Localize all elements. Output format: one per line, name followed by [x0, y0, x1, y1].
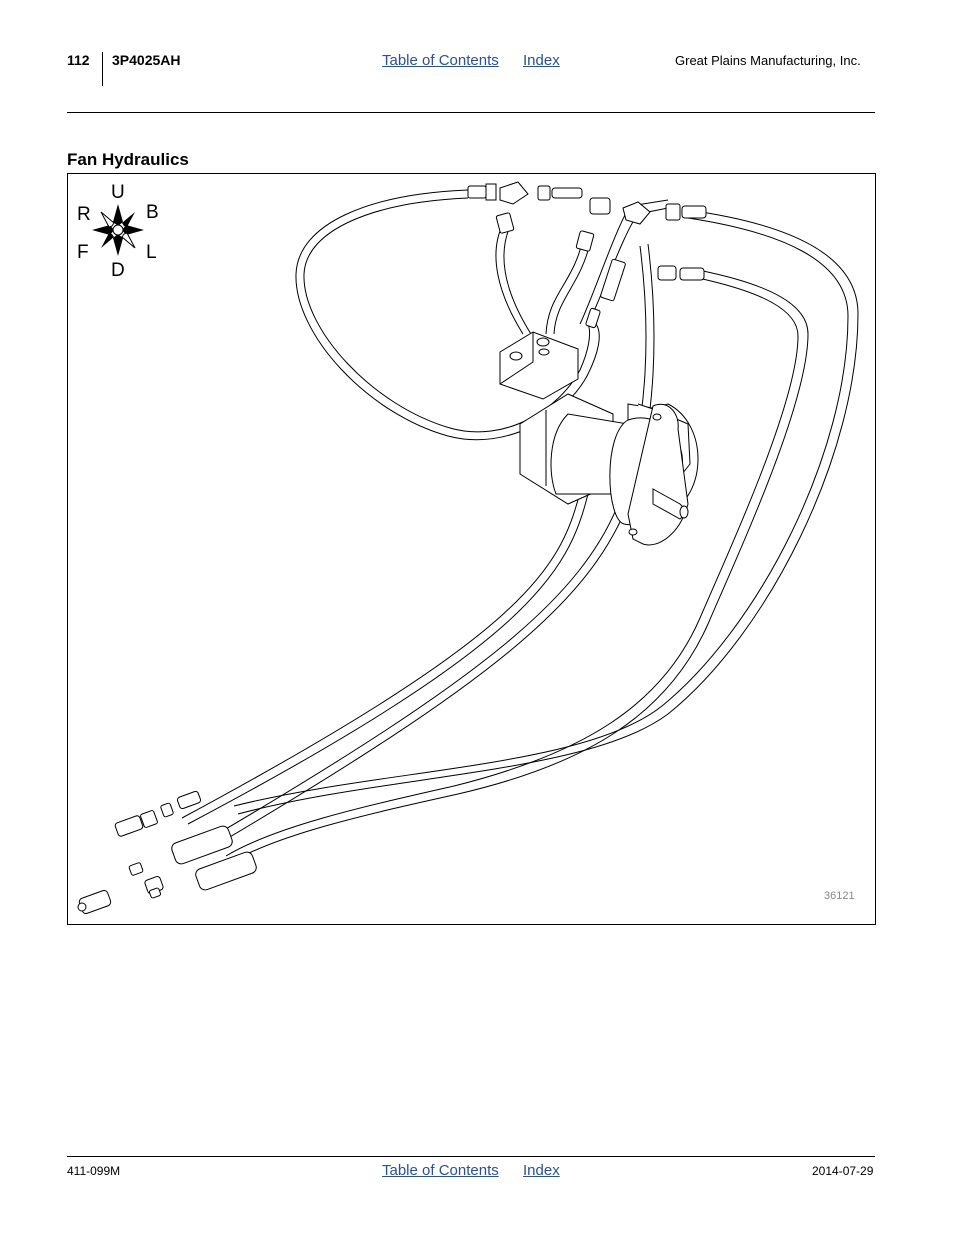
hydraulic-motor	[499, 331, 699, 546]
header-toc-link[interactable]: Table of Contents	[382, 52, 499, 69]
compass-rose-icon: U D R B F L	[77, 182, 159, 281]
fan-hydraulics-figure: U D R B F L	[67, 173, 876, 925]
page-number: 112	[67, 52, 90, 68]
company-name: Great Plains Manufacturing, Inc.	[675, 53, 861, 68]
compass-up-label: U	[111, 182, 125, 203]
doc-number: 411-099M	[67, 1164, 121, 1178]
section-title: Fan Hydraulics	[67, 150, 189, 169]
header-index-link[interactable]: Index	[523, 52, 560, 69]
footer-index-link[interactable]: Index	[523, 1162, 560, 1179]
hydraulics-illustration: U D R B F L	[77, 181, 859, 915]
figure-id: 36121	[824, 890, 855, 902]
upper-fittings	[467, 181, 707, 329]
publication-date: 2014-07-29	[812, 1164, 874, 1178]
footer-rule	[67, 1156, 875, 1157]
header-divider	[102, 52, 103, 86]
hydraulic-hoses	[181, 189, 859, 865]
compass-front-label: F	[77, 242, 89, 263]
compass-down-label: D	[111, 260, 125, 281]
header-rule	[67, 112, 875, 113]
compass-back-label: B	[146, 202, 159, 223]
footer-toc-link[interactable]: Table of Contents	[382, 1162, 499, 1179]
lower-couplers	[77, 790, 257, 915]
compass-left-label: L	[146, 242, 157, 263]
compass-rear-label: R	[77, 204, 91, 225]
model-number: 3P4025AH	[112, 52, 181, 68]
